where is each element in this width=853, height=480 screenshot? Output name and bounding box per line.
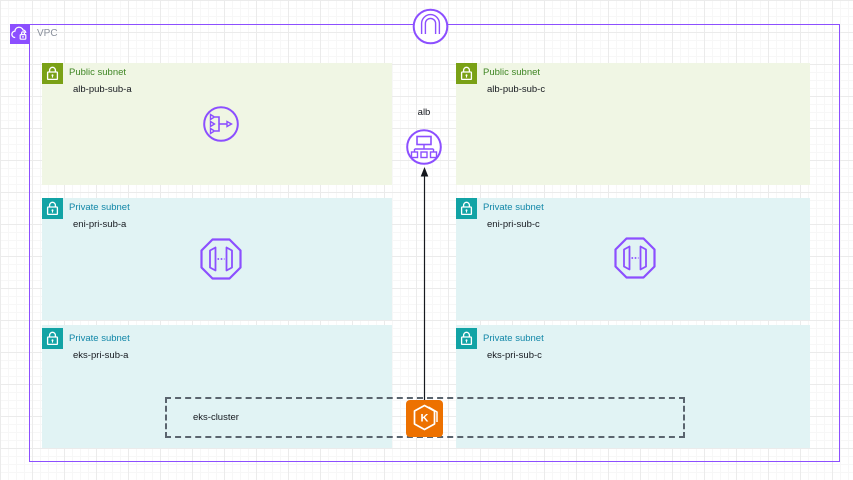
subnet-private-eni-c[interactable]: Private subnet eni-pri-sub-c [456, 198, 810, 320]
subnet-public-c[interactable]: Public subnet alb-pub-sub-c [456, 63, 810, 185]
subnet-title: Public subnet [483, 67, 541, 78]
subnet-private-eks-a[interactable]: Private subnet eks-pri-sub-a [42, 325, 392, 448]
subnet-name: alb-pub-sub-c [487, 84, 546, 95]
svg-text:K: K [421, 413, 429, 425]
internet-gateway-icon[interactable] [412, 8, 449, 45]
public-subnet-lock-icon [456, 63, 477, 84]
subnet-title: Private subnet [483, 333, 544, 344]
eks-cluster-label: eks-cluster [193, 412, 239, 423]
vpc-label: VPC [37, 28, 58, 39]
vpc-icon[interactable] [10, 24, 30, 44]
elastic-network-interface-icon[interactable] [198, 236, 244, 282]
application-load-balancer-icon[interactable] [405, 128, 443, 166]
private-subnet-lock-icon [456, 328, 477, 349]
subnet-name: alb-pub-sub-a [73, 84, 132, 95]
subnet-private-eni-a[interactable]: Private subnet eni-pri-sub-a [42, 198, 392, 320]
elastic-load-balancer-icon[interactable] [202, 105, 240, 143]
private-subnet-lock-icon [42, 198, 63, 219]
private-subnet-lock-icon [456, 198, 477, 219]
eks-kubernetes-icon[interactable]: K [406, 400, 443, 437]
subnet-title: Private subnet [483, 202, 544, 213]
subnet-name: eks-pri-sub-c [487, 350, 542, 361]
alb-label: alb [417, 107, 431, 118]
subnet-name: eni-pri-sub-c [487, 219, 540, 230]
public-subnet-lock-icon [42, 63, 63, 84]
subnet-name: eni-pri-sub-a [73, 219, 127, 230]
private-subnet-lock-icon [42, 328, 63, 349]
subnet-title: Public subnet [69, 67, 127, 78]
subnet-private-eks-c[interactable]: Private subnet eks-pri-sub-c [456, 325, 810, 448]
elastic-network-interface-icon[interactable] [612, 235, 658, 281]
subnet-title: Private subnet [69, 202, 130, 213]
subnet-public-a[interactable]: Public subnet alb-pub-sub-a [42, 63, 392, 185]
subnet-name: eks-pri-sub-a [73, 350, 129, 361]
subnet-title: Private subnet [69, 333, 130, 344]
